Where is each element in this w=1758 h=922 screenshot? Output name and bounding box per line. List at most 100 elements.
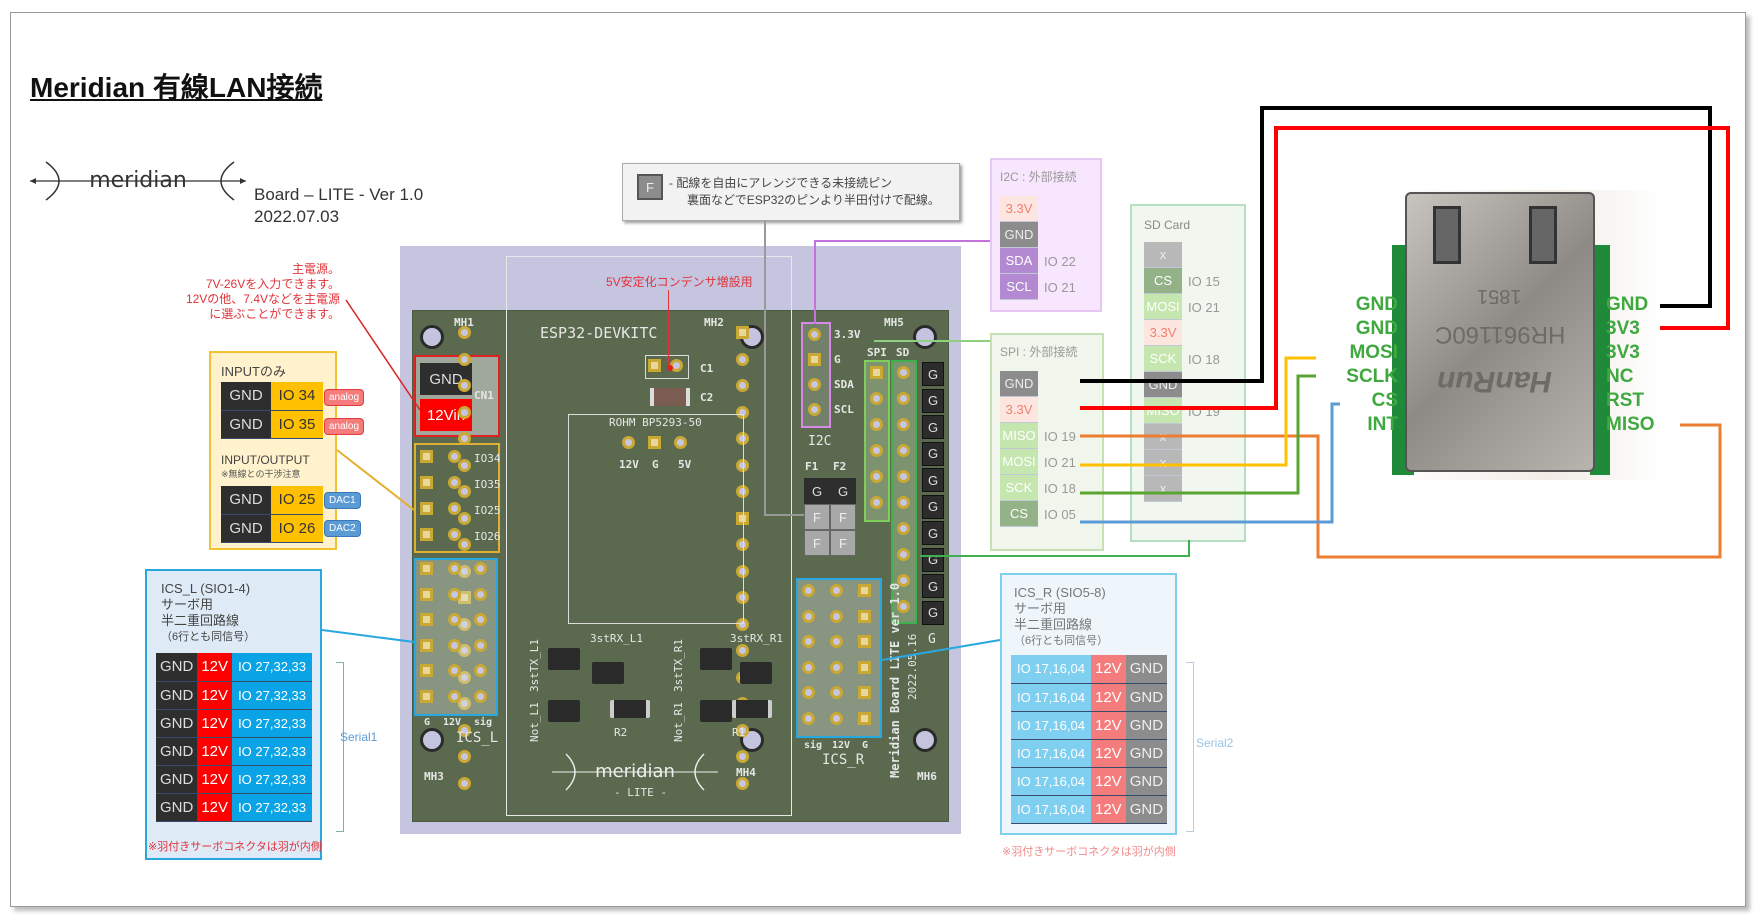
- rj45-left-pin: INT: [1367, 414, 1398, 435]
- i2c-pcb-label: I2C: [808, 434, 832, 449]
- esp-pin: [458, 511, 471, 525]
- analog-tag: analog: [324, 389, 365, 406]
- pin-name: SDA: [1000, 248, 1038, 274]
- pin-name: GND: [1000, 371, 1038, 397]
- regulator-label: ROHM BP5293-50: [609, 416, 702, 429]
- esp-pin: [458, 617, 471, 631]
- esp-pin: [736, 485, 749, 498]
- ics-cell: IO 17,16,04: [1011, 767, 1091, 796]
- rj45-latch: [1433, 206, 1461, 264]
- c1-pad: [648, 359, 661, 372]
- ics-l-line: （6行とも同信号）: [161, 631, 256, 643]
- reg-pin-label: G: [652, 458, 659, 471]
- esp32-label: ESP32-DEVKITC: [540, 324, 658, 342]
- ics-cell: IO 17,16,04: [1011, 655, 1091, 684]
- chip: [548, 700, 580, 722]
- f-note-line: [764, 220, 766, 516]
- power-note-line: 主電源。: [291, 262, 340, 276]
- ics-cell: IO 17,16,04: [1011, 711, 1091, 740]
- io-pin-label: IO35: [474, 478, 501, 491]
- esp-pin: [736, 617, 749, 631]
- pin-io: IO 18: [1044, 480, 1076, 496]
- gnd-cell: GND: [221, 410, 271, 439]
- sd-pin: [897, 548, 910, 561]
- wire-3v3: [1080, 126, 1730, 410]
- pin-name: 3.3V: [1144, 320, 1182, 346]
- serial2-bracket: [1186, 662, 1194, 832]
- sd-pcb-label: SD: [896, 346, 910, 359]
- g-pin: G: [922, 388, 944, 413]
- ics-r-pcb-label: ICS_R: [822, 752, 865, 768]
- io-leader: [336, 449, 415, 511]
- ics-r-pin-label: sig: [804, 740, 823, 751]
- io-cell: IO 25: [271, 486, 323, 515]
- pin-io: IO 15: [1188, 273, 1220, 289]
- io-header-pin: [448, 476, 461, 489]
- ics-l-pin: [420, 638, 433, 652]
- pin-name: SCK: [1000, 475, 1038, 501]
- esp-pin: [736, 326, 749, 339]
- cap-note-line: [668, 290, 669, 366]
- io-header-pin: [448, 502, 461, 515]
- esp-pin: [458, 723, 471, 737]
- g-pin: G: [922, 415, 944, 439]
- ics-cell: IO 27,32,33: [232, 653, 313, 682]
- f2-label: F2: [833, 460, 847, 473]
- ics-l-pin: [448, 664, 461, 677]
- i2c-pin-label: SCL: [834, 403, 854, 416]
- f1-g-pad: G: [804, 478, 830, 504]
- sd-pin: [897, 522, 910, 535]
- ics-r-title: ICS_R (SIO5-8): [1014, 585, 1106, 600]
- ics-cell: GND: [1125, 655, 1168, 684]
- f-pad: F: [830, 530, 856, 556]
- io-header-outline: [414, 443, 500, 553]
- f-pin-note: F - 配線を自由にアレンジできる未接続ピン 裏面などでESP32のピンより半田…: [622, 163, 960, 221]
- ics-cell: IO 17,16,04: [1011, 683, 1091, 712]
- mh6-label: MH6: [917, 770, 937, 783]
- ics-cell: GND: [1125, 767, 1168, 796]
- mount-hole: [420, 728, 444, 752]
- rj45-left-pin: SCLK: [1346, 366, 1398, 387]
- ics-r-pin: [802, 635, 815, 648]
- rj45-right-pin: MISO: [1606, 414, 1655, 435]
- board-version: Board – LITE - Ver 1.0: [254, 185, 424, 204]
- ics-cell: 12V: [1091, 655, 1126, 684]
- ics-cell: 12V: [197, 737, 233, 766]
- ics-r-pin-label: G: [862, 740, 869, 751]
- c2-label: C2: [700, 391, 714, 404]
- ics-l-pin: [448, 587, 461, 601]
- ics-cell: 12V: [1091, 683, 1126, 712]
- rj45-marking: HR961160C: [1435, 321, 1566, 348]
- esp-pin: [736, 591, 749, 604]
- io-header-pin: [420, 450, 433, 463]
- esp-pin: [458, 670, 471, 684]
- serial1-label: Serial1: [340, 730, 378, 744]
- g-pin: G: [922, 600, 944, 625]
- power-note-line: 7V-26Vを入力できます。: [205, 277, 340, 291]
- esp-pin: [458, 750, 471, 763]
- pin-row: SCK IO 18: [1000, 475, 1076, 501]
- g-pin: G: [922, 521, 944, 545]
- pin-io: IO 19: [1044, 428, 1076, 444]
- f1-label: F1: [805, 460, 819, 473]
- pin-row: GND: [1000, 371, 1076, 397]
- chip: [700, 648, 732, 670]
- rj45-left-pin: GND: [1355, 318, 1398, 339]
- ics-l-pin: [474, 664, 487, 677]
- g-pin: G: [922, 362, 944, 386]
- ics-r-pin: [802, 711, 815, 725]
- esp-pin: [736, 379, 749, 392]
- ics-cell: GND: [1125, 795, 1168, 824]
- pin-io: IO 21: [1044, 454, 1076, 470]
- sd-pin: [897, 600, 910, 613]
- spi-sd-pin: [897, 496, 910, 509]
